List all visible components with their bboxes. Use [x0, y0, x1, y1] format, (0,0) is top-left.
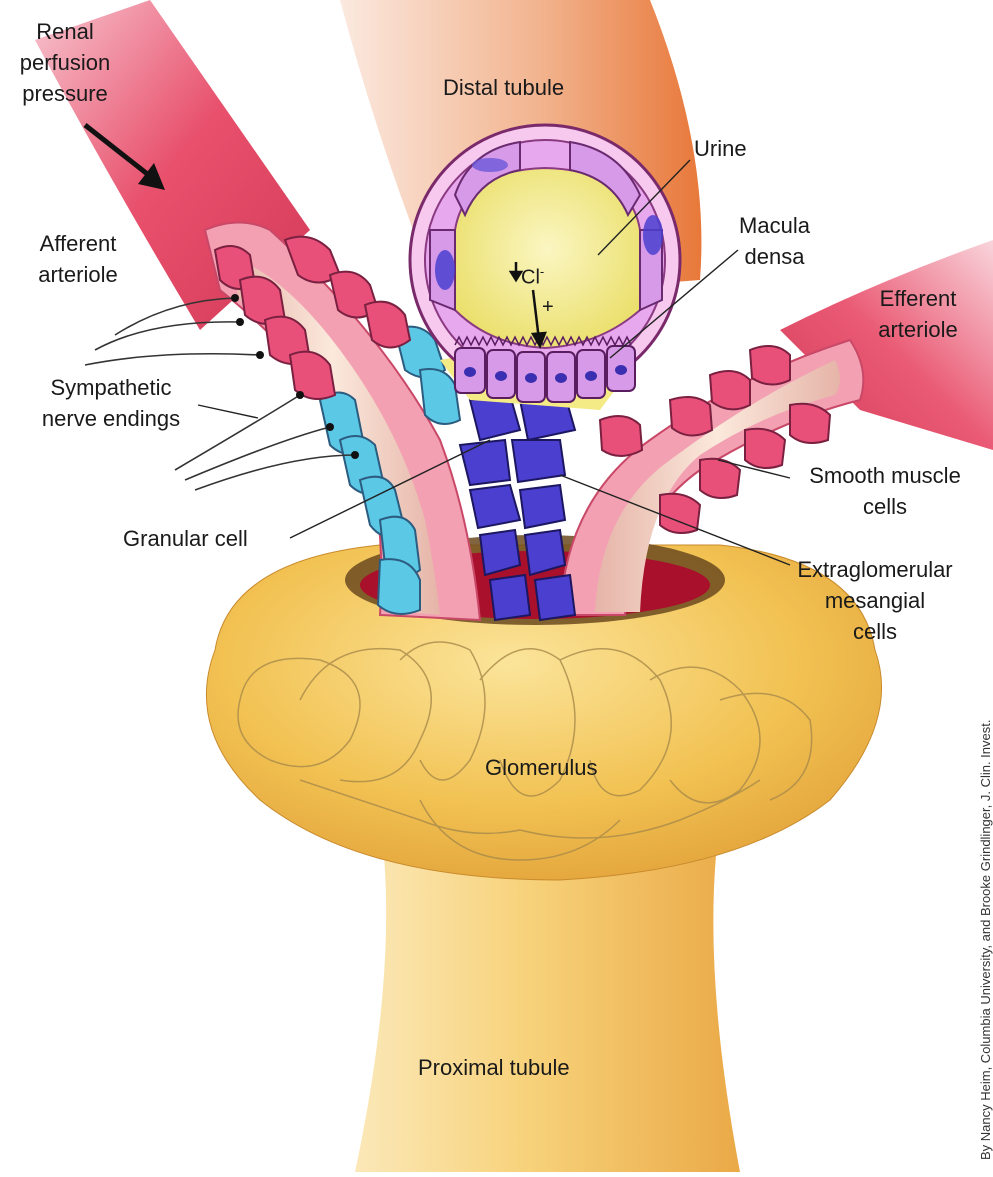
- label-macula-densa: Macula densa: [722, 210, 827, 272]
- label-glomerulus: Glomerulus: [485, 752, 597, 783]
- label-plus: +: [542, 292, 554, 323]
- label-renal-perfusion-pressure: Renal perfusion pressure: [17, 16, 113, 109]
- label-distal-tubule: Distal tubule: [443, 72, 564, 103]
- label-efferent-arteriole: Efferent arteriole: [858, 283, 978, 345]
- label-proximal-tubule: Proximal tubule: [418, 1052, 570, 1083]
- image-credit: By Nancy Heim, Columbia University, and …: [978, 720, 993, 1160]
- label-afferent-arteriole: Afferent arteriole: [22, 228, 134, 290]
- label-extraglomerular-mesangial-cells: Extraglomerular mesangial cells: [786, 554, 964, 647]
- label-granular-cell: Granular cell: [123, 523, 248, 554]
- label-chloride: Cl-: [521, 256, 544, 294]
- label-smooth-muscle-cells: Smooth muscle cells: [790, 460, 980, 522]
- label-sympathetic-nerve-endings: Sympathetic nerve endings: [22, 372, 200, 434]
- label-urine: Urine: [694, 133, 747, 164]
